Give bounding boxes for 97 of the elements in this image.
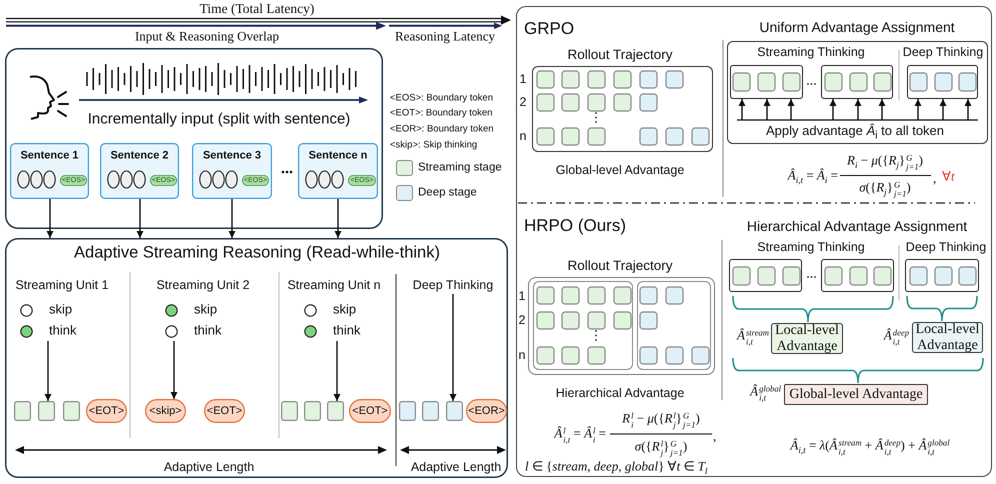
- dimension-label: Adaptive Length: [164, 460, 254, 474]
- formula: Â$^{l}$$_{i,t}$ = Â$^{l}$$_{i}$ =: [554, 426, 606, 444]
- column-heading: Deep Thinking: [412, 278, 494, 292]
- section-title: HRPO (Ours): [524, 216, 626, 236]
- group-heading: Streaming Thinking: [757, 240, 865, 254]
- arrow: [44, 341, 52, 401]
- box-caption: Hierarchical Advantage: [556, 386, 684, 400]
- advantage-box: Global-level Advantage: [784, 384, 928, 405]
- section-heading: Rollout Trajectory: [567, 258, 673, 274]
- formula: R$^{l}$$_{i}$ − μ({R$^{l}$$_{j}$}$^{G}$$_{j=1}$): [622, 411, 700, 429]
- token-square: [399, 401, 416, 421]
- section-heading: Hierarchical Advantage Assignment: [746, 218, 968, 234]
- sentence-title: Sentence n: [308, 150, 368, 162]
- input-panel: [5, 48, 383, 229]
- formula: ∀t: [942, 170, 955, 184]
- arrow: [854, 99, 862, 120]
- arrow: [764, 99, 770, 120]
- row-number: 1: [518, 288, 526, 304]
- arrow: [738, 99, 746, 120]
- formula: l ∈ {stream, deep, global} ∀t ∈ T$_{l}$: [525, 460, 708, 474]
- token-note: <skip>: Skip thinking: [390, 140, 478, 152]
- column-heading: Streaming Unit n: [287, 278, 381, 292]
- token-tag: <EOT>: [86, 399, 127, 423]
- option-label: think: [49, 324, 76, 338]
- arrow: [940, 99, 946, 120]
- row-number: 1: [520, 72, 526, 86]
- option-label: think: [333, 324, 360, 338]
- advantage-box: Local-level Advantage: [771, 323, 843, 354]
- sentence-box: [100, 143, 179, 199]
- advantage-box: Local-level Advantage: [912, 322, 983, 353]
- arrow: [450, 294, 456, 401]
- token-tag: <EOR>: [466, 399, 507, 423]
- formula: σ({R$^{l}$$_{j}$}$^{G}$$_{j=1}$): [634, 439, 688, 457]
- arrow: [334, 341, 340, 401]
- option-label: skip: [333, 302, 356, 318]
- arrow: [170, 341, 178, 399]
- legend-label: Streaming stage: [418, 161, 502, 175]
- column-heading: Streaming Unit 2: [156, 278, 250, 292]
- token-note: <EOS>: Boundary token: [390, 94, 493, 104]
- arrow: [334, 199, 342, 238]
- token-square: [281, 401, 298, 421]
- formula: Â$_{i,t}$ = Â$_{i}$ =: [788, 168, 838, 184]
- legend-label: Deep stage: [418, 186, 477, 200]
- group-heading: Deep Thinking: [906, 240, 986, 254]
- row-number: 2: [520, 94, 526, 110]
- span-label: Reasoning Latency: [395, 30, 495, 44]
- token-square: [304, 401, 321, 421]
- group-heading: Streaming Thinking: [757, 44, 865, 60]
- option-label: think: [194, 324, 222, 338]
- advantage-note: Apply advantage Â$_{i}$ to all token: [766, 124, 944, 142]
- token-tag: <skip>: [145, 399, 186, 423]
- sentence-box: [192, 143, 272, 199]
- token-note: <EOT>: Boundary token: [390, 108, 492, 120]
- column-heading: Streaming Unit 1: [15, 278, 109, 292]
- token-square: [446, 401, 463, 421]
- option-label: skip: [194, 302, 218, 318]
- token-note: <EOR>: Boundary token: [390, 124, 494, 136]
- method-panel: [516, 6, 992, 477]
- row-number: n: [520, 128, 526, 144]
- reasoning-panel: [5, 238, 508, 478]
- arrow: [46, 199, 54, 238]
- token-square: [422, 401, 439, 421]
- panel-title: Adaptive Streaming Reasoning (Read-while-think): [74, 244, 440, 262]
- option-label: skip: [49, 302, 72, 318]
- sentence-title: Sentence 1: [20, 150, 79, 162]
- token-square: [327, 401, 344, 421]
- sentence-box: [298, 143, 378, 199]
- sentence-title: Sentence 2: [110, 150, 169, 162]
- arrow: [964, 99, 972, 120]
- arrow: [136, 199, 144, 238]
- span-label: Input & Reasoning Overlap: [134, 30, 280, 44]
- group-heading: Deep Thinking: [902, 44, 984, 60]
- section-title: GRPO: [524, 19, 574, 39]
- formula: ,: [713, 430, 716, 444]
- box-caption: Global-level Advantage: [556, 162, 684, 178]
- formula: σ({R$_{j}$}$^{G}$$_{j=1}$): [859, 180, 911, 198]
- arrow: [914, 99, 922, 120]
- token-square: [38, 401, 55, 421]
- row-number: n: [518, 348, 526, 362]
- input-caption: Incrementally input (split with sentence): [88, 110, 350, 128]
- row-number: 2: [518, 312, 526, 328]
- formula: R$_{i}$ − μ({R$_{j}$}$^{G}$$_{j=1}$): [847, 153, 923, 171]
- sentence-box: [10, 143, 89, 199]
- sentence-title: Sentence 3: [202, 150, 262, 162]
- arrow: [228, 199, 236, 238]
- section-heading: Rollout Trajectory: [567, 47, 673, 63]
- formula: ,: [933, 172, 936, 186]
- token-square: [14, 401, 31, 421]
- arrow: [830, 99, 836, 120]
- timeline-title: Time (Total Latency): [200, 1, 314, 17]
- token-square: [63, 401, 80, 421]
- arrow: [788, 99, 794, 120]
- dimension-label: Adaptive Length: [410, 460, 502, 474]
- token-tag: <EOT>: [349, 399, 391, 423]
- token-tag: <EOT>: [204, 399, 245, 423]
- section-heading: Uniform Advantage Assignment: [759, 18, 955, 36]
- arrow: [878, 99, 886, 120]
